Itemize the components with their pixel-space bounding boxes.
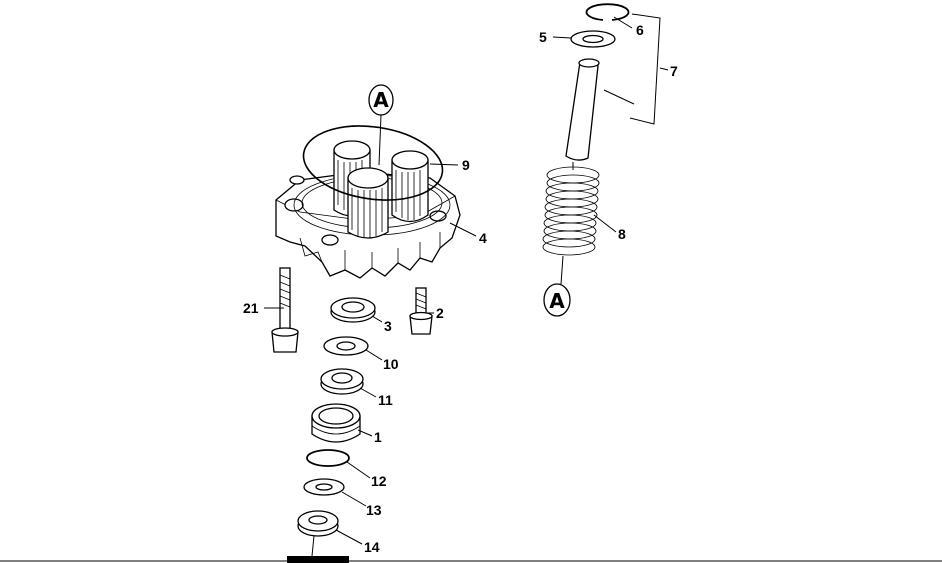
callout-21: 21 xyxy=(243,300,259,316)
callout-12: 12 xyxy=(371,473,387,489)
callout-11: 11 xyxy=(378,392,393,408)
callout-7: 7 xyxy=(670,63,678,79)
callout-10: 10 xyxy=(383,356,399,372)
svg-text:A: A xyxy=(549,289,565,313)
bracket-7 xyxy=(629,13,661,125)
callout-14: 14 xyxy=(364,539,380,555)
svg-text:A: A xyxy=(373,88,389,112)
reference-mark-a-top: A xyxy=(368,84,394,166)
bolt-2 xyxy=(409,287,433,335)
washer-5 xyxy=(570,30,616,48)
callout-2: 2 xyxy=(436,305,444,321)
spring-8 xyxy=(542,166,600,256)
callout-5: 5 xyxy=(539,29,547,45)
callout-9: 9 xyxy=(462,157,470,173)
bolt-21 xyxy=(271,267,299,353)
snap-ring-6 xyxy=(585,3,630,21)
cropped-black-block xyxy=(287,556,349,563)
washer-10 xyxy=(323,336,369,356)
callout-1: 1 xyxy=(374,429,382,445)
reference-mark-a-bottom: A xyxy=(543,283,571,317)
o-ring-9 xyxy=(302,125,444,201)
bearing-11 xyxy=(320,368,364,395)
leader-lines xyxy=(264,16,669,545)
callout-4: 4 xyxy=(479,230,487,246)
callout-13: 13 xyxy=(366,502,382,518)
bearing-14 xyxy=(297,510,339,557)
o-ring-12 xyxy=(306,449,350,467)
washer-13 xyxy=(303,478,345,496)
callout-6: 6 xyxy=(636,22,644,38)
pump-gears xyxy=(333,140,429,239)
shaft-7 xyxy=(565,58,600,161)
callout-8: 8 xyxy=(618,226,626,242)
callout-3: 3 xyxy=(384,318,392,334)
bushing-1 xyxy=(311,403,361,443)
bearing-3 xyxy=(330,297,376,323)
